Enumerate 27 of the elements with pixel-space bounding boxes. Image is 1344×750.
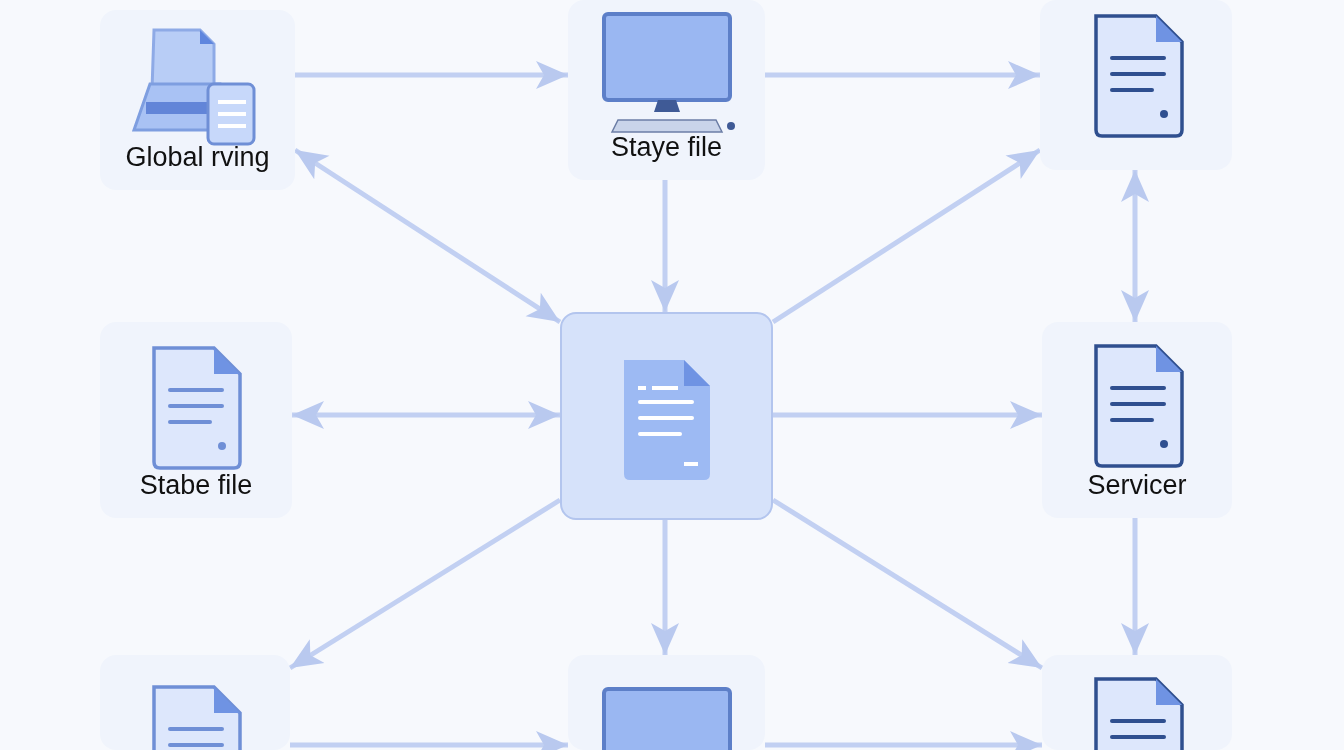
arrow [771,147,1042,325]
card [1040,0,1232,170]
central-card [560,312,773,520]
node-label: Stabe file [139,470,253,501]
arrow [290,731,568,750]
card [100,10,295,190]
arrow [1121,518,1149,655]
node-label: Global rving [125,142,270,173]
arrow [651,520,679,655]
node-label: Servicer [1087,470,1187,501]
arrow [1121,170,1149,322]
card [1042,655,1232,750]
arrow [651,180,679,312]
arrow [765,61,1040,89]
arrow [773,401,1042,429]
card [568,0,765,180]
arrow [288,497,562,671]
card [100,655,290,750]
arrow [292,401,560,429]
card [1042,322,1232,518]
card [568,655,765,750]
card [100,322,292,518]
arrow [293,147,562,325]
arrow [771,497,1044,671]
arrow [765,731,1042,750]
arrow [295,61,568,89]
node-label: Staye file [610,132,723,163]
